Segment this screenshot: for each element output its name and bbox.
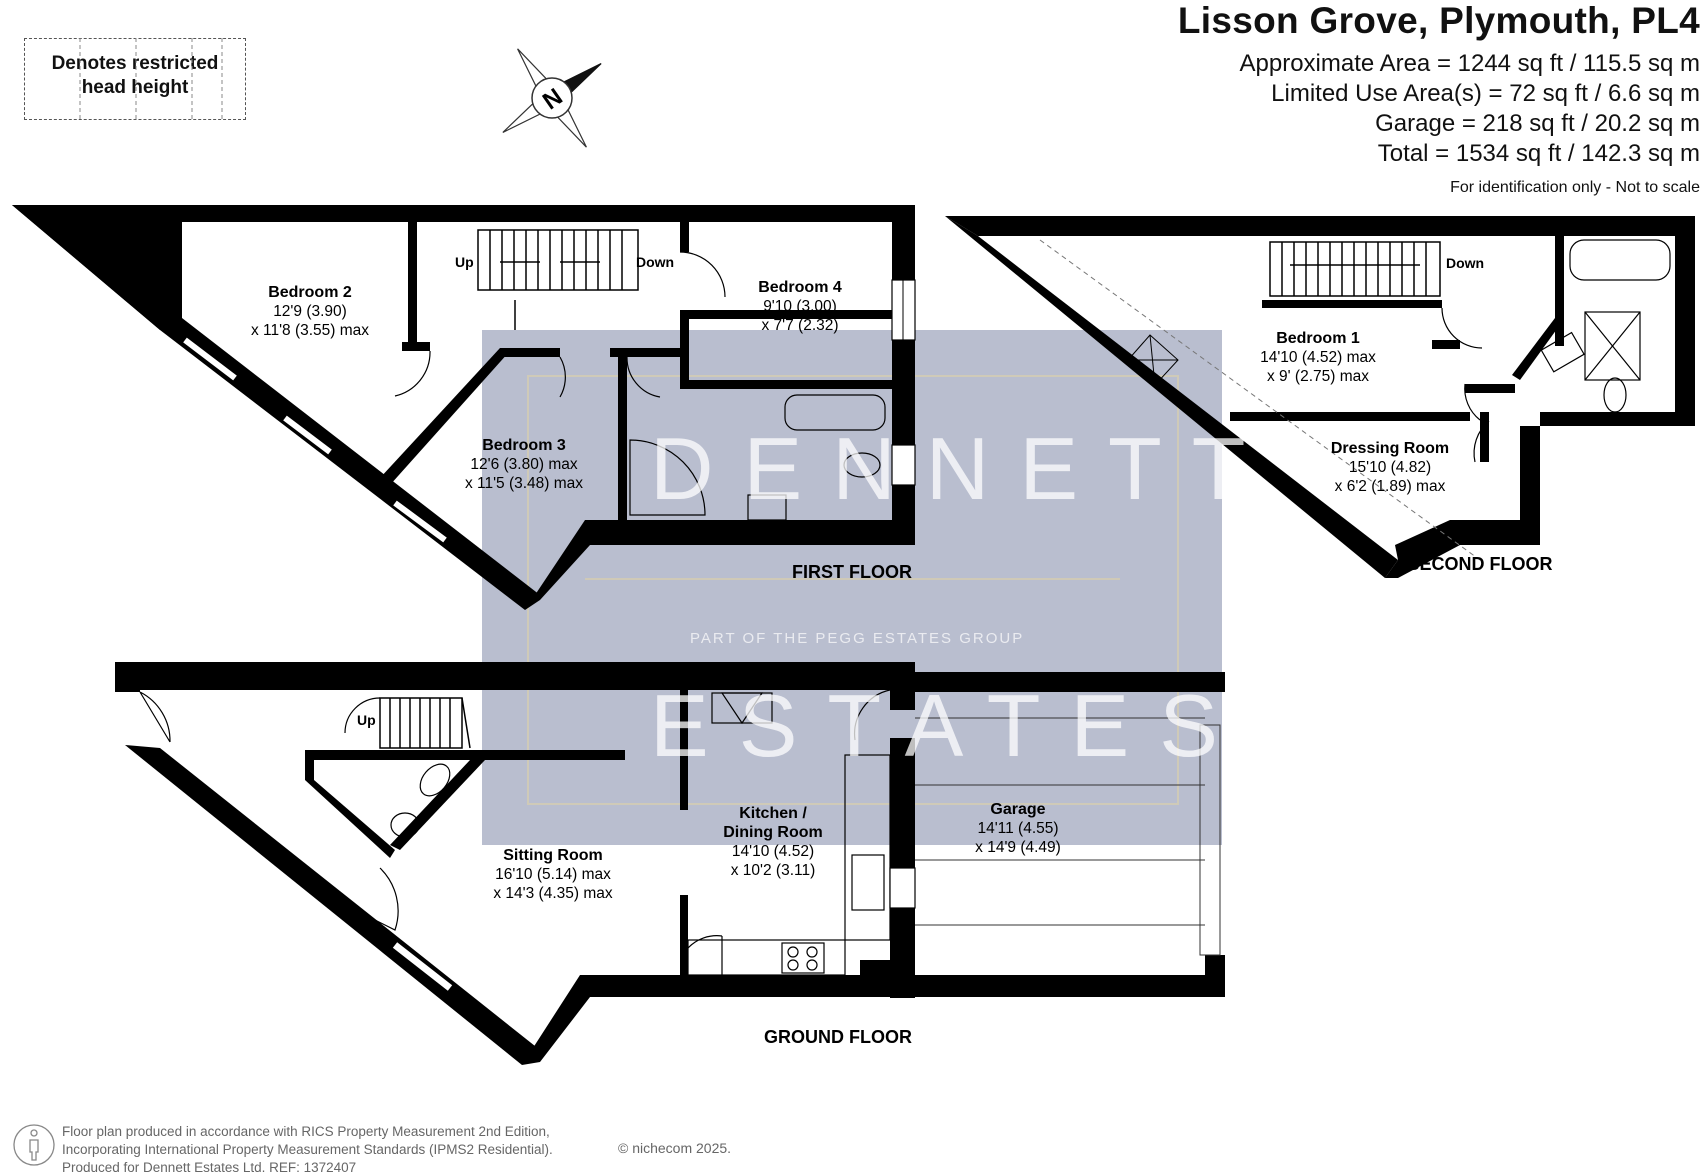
- second-floor-right-wall: [1675, 216, 1695, 426]
- ground-floor-up-label: Up: [357, 712, 376, 728]
- kitchen-name-line2: Dining Room: [723, 824, 823, 841]
- second-floor-plan: Down: [945, 216, 1695, 578]
- second-floor-stairs: [1269, 241, 1441, 297]
- bedroom3-name: Bedroom 3: [482, 437, 566, 454]
- first-floor-door-bedroom4: [679, 251, 726, 298]
- first-floor-bottom-wall: [525, 520, 915, 610]
- first-floor-door-bedroom3: [559, 356, 566, 398]
- first-floor-label: FIRST FLOOR: [792, 562, 912, 582]
- bedroom4-name: Bedroom 4: [758, 279, 842, 296]
- ground-floor-top-wall: [115, 662, 915, 690]
- first-floor-shower: [629, 439, 706, 516]
- compass-icon: N: [502, 48, 602, 148]
- bedroom1-dim1: 14'10 (4.52) max: [1260, 349, 1376, 366]
- second-floor-bath: [1569, 239, 1671, 281]
- dressing-room-dim1: 15'10 (4.82): [1349, 459, 1431, 476]
- kitchen-counters: [687, 692, 891, 976]
- restricted-height-legend: [24, 38, 246, 120]
- bedroom4-dim1: 9'10 (3.00): [763, 298, 837, 315]
- restricted-height-legend-text: Denotes restricted head height: [24, 52, 246, 100]
- sitting-room-dim2: x 14'3 (4.35) max: [493, 885, 613, 902]
- copyright: © nichecom 2025.: [618, 1140, 732, 1156]
- kitchen-dim2: x 10'2 (3.11): [731, 862, 816, 879]
- garage-dim2: x 14'9 (4.49): [975, 839, 1061, 856]
- sitting-room-dim1: 16'10 (5.14) max: [495, 866, 611, 883]
- footer-line-3: Produced for Dennett Estates Ltd. REF: 1…: [62, 1160, 357, 1175]
- garage-dim1: 14'11 (4.55): [977, 820, 1058, 837]
- bedroom2-dim1: 12'9 (3.90): [273, 303, 347, 320]
- ground-floor-plan: Up: [115, 662, 1225, 1065]
- watermark-group: PART OF THE PEGG ESTATES GROUP: [690, 630, 1025, 647]
- ground-floor-bottom-wall: [522, 975, 915, 1065]
- sitting-room-name: Sitting Room: [503, 847, 603, 864]
- bedroom3-dim1: 12'6 (3.80) max: [470, 456, 577, 473]
- ground-floor-label: GROUND FLOOR: [764, 1027, 912, 1047]
- legend-line-2: head height: [81, 77, 189, 98]
- garage-area: Garage = 218 sq ft / 20.2 sq m: [1375, 110, 1700, 137]
- total-area: Total = 1534 sq ft / 142.3 sq m: [1377, 140, 1700, 167]
- limited-use-area: Limited Use Area(s) = 72 sq ft / 6.6 sq …: [1271, 80, 1700, 107]
- ground-floor-diagonal-wall: [125, 745, 540, 1065]
- property-title: Lisson Grove, Plymouth, PL4: [1177, 0, 1700, 41]
- second-floor-down-label: Down: [1446, 255, 1484, 271]
- first-floor-basin: [747, 494, 787, 521]
- watermark-name: DENNETT: [650, 419, 1276, 518]
- second-floor-bottom-wall: [1385, 412, 1695, 578]
- legend-line-1: Denotes restricted: [51, 53, 219, 74]
- first-floor-toilet: [843, 452, 881, 478]
- bedroom1-dim2: x 9' (2.75) max: [1267, 368, 1369, 385]
- first-floor-stairs: [477, 229, 639, 330]
- legend-hatch: [79, 38, 223, 120]
- garage-interior: [915, 717, 1221, 956]
- second-floor-diagonal-wall: [945, 216, 1398, 578]
- skylight-icon: [1127, 334, 1179, 386]
- first-floor-plan: Up Down: [12, 205, 916, 610]
- person-icon: [13, 1124, 55, 1166]
- kitchen-sink-icon: [851, 854, 885, 911]
- first-floor-door-bathroom: [626, 356, 661, 398]
- second-floor-shower: [1584, 311, 1641, 381]
- second-floor-top-wall: [945, 216, 1695, 236]
- front-door: [139, 691, 171, 743]
- garage-name: Garage: [990, 801, 1045, 818]
- identification-note: For identification only - Not to scale: [1450, 179, 1700, 196]
- bedroom3-dim2: x 11'5 (3.48) max: [465, 475, 583, 492]
- ground-floor-toilet: [419, 763, 451, 797]
- first-floor-up-label: Up: [455, 254, 474, 270]
- first-floor-bath: [784, 394, 886, 431]
- footer-line-1: Floor plan produced in accordance with R…: [62, 1124, 550, 1139]
- approximate-area: Approximate Area = 1244 sq ft / 115.5 sq…: [1239, 50, 1701, 77]
- first-floor-left-wedge: [12, 205, 182, 330]
- footer-line-2: Incorporating International Property Mea…: [62, 1142, 553, 1157]
- dressing-room-name: Dressing Room: [1331, 440, 1449, 457]
- bedroom4-dim2: x 7'7 (2.32): [761, 317, 838, 334]
- second-floor-basin: [1540, 331, 1585, 373]
- bedroom2-name: Bedroom 2: [268, 284, 352, 301]
- second-floor-toilet: [1603, 377, 1627, 413]
- kitchen-dim1: 14'10 (4.52): [732, 843, 814, 860]
- first-floor-down-label: Down: [636, 254, 674, 270]
- ground-floor-stairs: [379, 697, 471, 749]
- first-floor-door-bedroom2: [394, 350, 431, 397]
- ground-floor-basin: [390, 812, 420, 838]
- dressing-room-dim2: x 6'2 (1.89) max: [1335, 478, 1446, 495]
- watermark-sub: ESTATES: [650, 676, 1248, 775]
- hob-icon: [781, 942, 825, 974]
- second-floor-label: SECOND FLOOR: [1407, 554, 1552, 574]
- bedroom2-dim2: x 11'8 (3.55) max: [251, 322, 369, 339]
- bedroom1-name: Bedroom 1: [1276, 330, 1360, 347]
- kitchen-name-line1: Kitchen /: [739, 805, 807, 822]
